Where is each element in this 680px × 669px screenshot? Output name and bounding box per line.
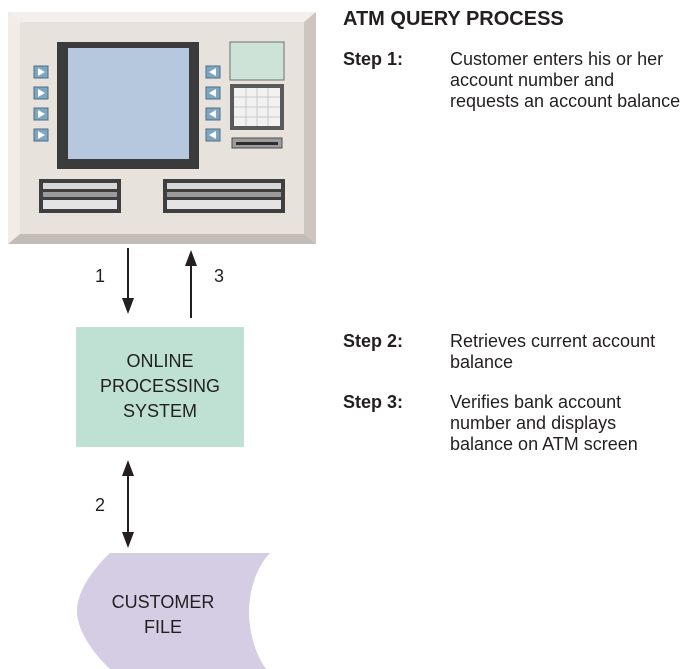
atm-keypad xyxy=(230,84,284,130)
step-3-label: Step 3: xyxy=(343,392,404,412)
arrow-left-icon xyxy=(209,89,216,97)
arrow-right-icon xyxy=(38,110,45,118)
step-3-text: Verifies bank account number and display… xyxy=(450,392,638,454)
atm-receipt-display xyxy=(229,41,285,81)
arrow-up-icon xyxy=(185,250,197,266)
arrow-right-icon xyxy=(38,89,45,97)
arrow-1-label: 1 xyxy=(95,266,105,286)
atm-screen xyxy=(68,48,189,159)
arrow-up-icon xyxy=(122,460,134,476)
arrow-right-icon xyxy=(38,68,45,76)
arrow-3-label: 3 xyxy=(214,266,224,286)
customer-file-label-line-1: CUSTOMER xyxy=(111,592,215,612)
arrow-down-icon xyxy=(122,532,134,548)
processing-label-line-1: ONLINE xyxy=(126,351,194,371)
atm-bevel-left xyxy=(8,12,20,244)
processing-label-line-3: SYSTEM xyxy=(122,401,197,421)
step-2-text: Retrieves current account balance xyxy=(450,331,656,372)
arrow-right-icon xyxy=(38,131,45,139)
arrow-down-icon xyxy=(122,298,134,314)
atm-left-buttons xyxy=(33,65,49,142)
diagram-title: ATM QUERY PROCESS xyxy=(343,8,564,30)
step-1-text: Customer enters his or her account numbe… xyxy=(450,49,680,111)
atm-cash-slot-left xyxy=(39,179,121,213)
atm-bevel-right xyxy=(304,12,316,244)
customer-file-label: CUSTOMER FILE xyxy=(78,590,248,640)
atm-cash-slot-right xyxy=(163,179,285,213)
arrow-left-icon xyxy=(209,110,216,118)
customer-file-shape xyxy=(77,553,270,669)
atm-right-buttons xyxy=(205,65,221,142)
atm-bevel-top xyxy=(8,12,316,22)
arrow-left-icon xyxy=(209,68,216,76)
arrow-2-label: 2 xyxy=(95,495,105,515)
atm-bevel-bottom xyxy=(8,234,316,244)
arrow-2 xyxy=(122,460,134,548)
arrow-1 xyxy=(122,248,134,314)
arrow-3 xyxy=(185,250,197,318)
customer-file-label-line-2: FILE xyxy=(143,617,182,637)
atm-machine xyxy=(8,12,316,244)
processing-system-label: ONLINE PROCESSING SYSTEM xyxy=(76,349,244,424)
processing-system-box xyxy=(76,327,244,447)
step-1-label: Step 1: xyxy=(343,49,404,69)
step-2-label: Step 2: xyxy=(343,331,404,351)
arrow-left-icon xyxy=(209,131,216,139)
processing-label-line-2: PROCESSING xyxy=(99,376,221,396)
